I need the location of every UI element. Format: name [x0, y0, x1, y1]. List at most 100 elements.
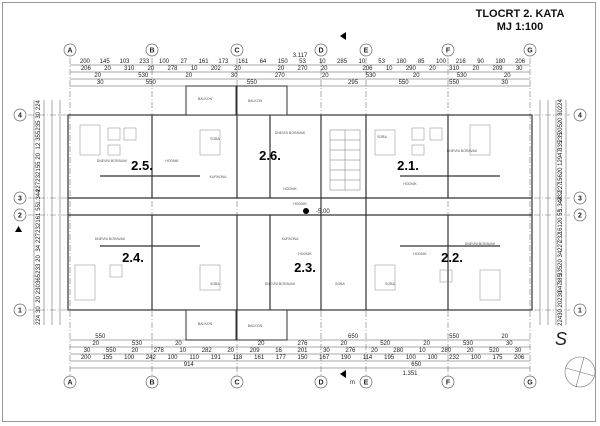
dim-bottom-4: 114 [363, 355, 373, 361]
dim-bottom-3: 20 [371, 348, 378, 354]
dim-bottom-3: 280 [393, 348, 404, 354]
dim-bottom-4: 100 [427, 355, 438, 361]
dim-bottom-3: 20 [467, 348, 474, 354]
dim-bottom-3: 550 [106, 348, 117, 354]
dim-top-1: 10 [319, 59, 326, 65]
dim-bottom-3: 282 [202, 348, 213, 354]
dim-top-4: 30 [501, 80, 508, 86]
grid-bubble-B: B [145, 375, 159, 389]
unit-label: 2.5. [131, 158, 153, 173]
level-marker-icon [303, 208, 309, 214]
dim-right: 34 [558, 250, 564, 257]
dim-top-2: 20 [472, 66, 479, 72]
dim-left: 227 [36, 181, 42, 192]
grid-bubble-A: A [63, 43, 77, 57]
title-line-2: MJ 1:100 [496, 21, 544, 33]
dim-right: 20 [558, 117, 564, 124]
unit-label: 2.3. [294, 260, 316, 275]
dim-top-1: 285 [337, 59, 348, 65]
dim-bottom-3: 10 [419, 348, 426, 354]
dim-top-3: 530 [366, 73, 377, 79]
dim-bottom-4: 175 [492, 355, 503, 361]
svg-text:A: A [67, 380, 72, 387]
unit-label: 2.4. [122, 250, 144, 265]
dim-right: 20 [558, 217, 564, 224]
dim-top-2: 10 [191, 66, 198, 72]
dim-left: 161 [36, 212, 42, 223]
grid-bubble-G: G [523, 43, 537, 57]
room-label: SOBA [210, 137, 220, 141]
room-label: HODNIK [298, 252, 312, 256]
dim-top-2: 278 [167, 66, 178, 72]
svg-text:F: F [446, 48, 451, 55]
dim-bottom-4: 206 [514, 355, 525, 361]
dim-top-2: 20 [321, 66, 328, 72]
dim-top-1: 85 [418, 59, 425, 65]
dim-bottom-2: 20 [175, 341, 182, 347]
dim-top-3: 530 [457, 73, 468, 79]
dim-bottom-3: 209 [250, 348, 261, 354]
drawing-title: TLOCRT 2. KATA MJ 1:100 [440, 8, 600, 34]
dim-top-2: 20 [104, 66, 111, 72]
dim-left: 12 [36, 142, 42, 149]
dim-top-1: 180 [495, 59, 506, 65]
dim-bottom-4: 161 [254, 355, 265, 361]
dim-top-2: 20 [147, 66, 154, 72]
grid-bubble-E: E [359, 375, 373, 389]
dim-left: 227 [36, 232, 42, 243]
dim-right: 224 [558, 99, 564, 110]
dim-bottom-2: 30 [506, 341, 513, 347]
section-arrow-bottom-icon [340, 370, 346, 378]
dim-left: 233 [36, 263, 42, 274]
dim-bottom-5: 914 [184, 362, 195, 368]
room-label: DNEVNI BORAVAK [275, 131, 306, 135]
dim-top-1: 150 [278, 59, 289, 65]
dim-right: 20 [558, 167, 564, 174]
room-label: DNEVNI BORAVAK [465, 242, 496, 246]
dim-bottom-3: 10 [179, 348, 186, 354]
dim-right: 335 [558, 140, 564, 151]
dim-top-1: 53 [378, 59, 385, 65]
dim-top-4: 550 [247, 80, 258, 86]
dim-right: 385 [558, 274, 564, 285]
grid-bubble-4: 4 [13, 108, 27, 122]
unit-label: 2.2. [441, 250, 463, 265]
dim-bottom-3: 30 [515, 348, 522, 354]
dim-left: 55 [36, 203, 42, 210]
grid-bubble-2: 2 [13, 208, 27, 222]
room-label: HODNIK [293, 202, 307, 206]
dim-bottom-3: 278 [154, 348, 165, 354]
dim-right: 205 [558, 124, 564, 135]
svg-text:4: 4 [18, 113, 22, 120]
dim-right: 55 [558, 209, 564, 216]
outer-wall [67, 114, 533, 311]
dim-bottom-2: 530 [463, 341, 474, 347]
grid-bubble-1: 1 [13, 303, 27, 317]
dim-left: 235 [36, 120, 42, 131]
svg-text:3: 3 [578, 196, 582, 203]
dim-right: 30 [558, 109, 564, 116]
dim-bottom-4: 195 [384, 355, 395, 361]
dim-bottom-3: 20 [132, 348, 139, 354]
dim-right: 227 [558, 182, 564, 193]
dim-right: 30 [558, 309, 564, 316]
dim-top-1: 200 [80, 59, 91, 65]
dim-bottom-4: 100 [124, 355, 135, 361]
dim-top-3: 30 [231, 73, 238, 79]
grid-bubble-2: 2 [573, 208, 587, 222]
dim-bottom-2: 20 [258, 341, 265, 347]
section-mark: m [350, 380, 355, 386]
room-label: DNEVNI BORAVAK [97, 159, 128, 163]
room-label: BALKON [248, 99, 263, 103]
grid-lines [28, 58, 570, 375]
dim-right: 20 [558, 300, 564, 307]
dim-left: 155 [36, 161, 42, 172]
dim-bottom-3: 520 [489, 348, 500, 354]
dim-top-1: 100 [436, 59, 447, 65]
svg-text:2: 2 [578, 213, 582, 220]
dim-bottom-2: 530 [132, 341, 143, 347]
dim-right: 156 [558, 174, 564, 185]
grid-bubble-A: A [63, 375, 77, 389]
